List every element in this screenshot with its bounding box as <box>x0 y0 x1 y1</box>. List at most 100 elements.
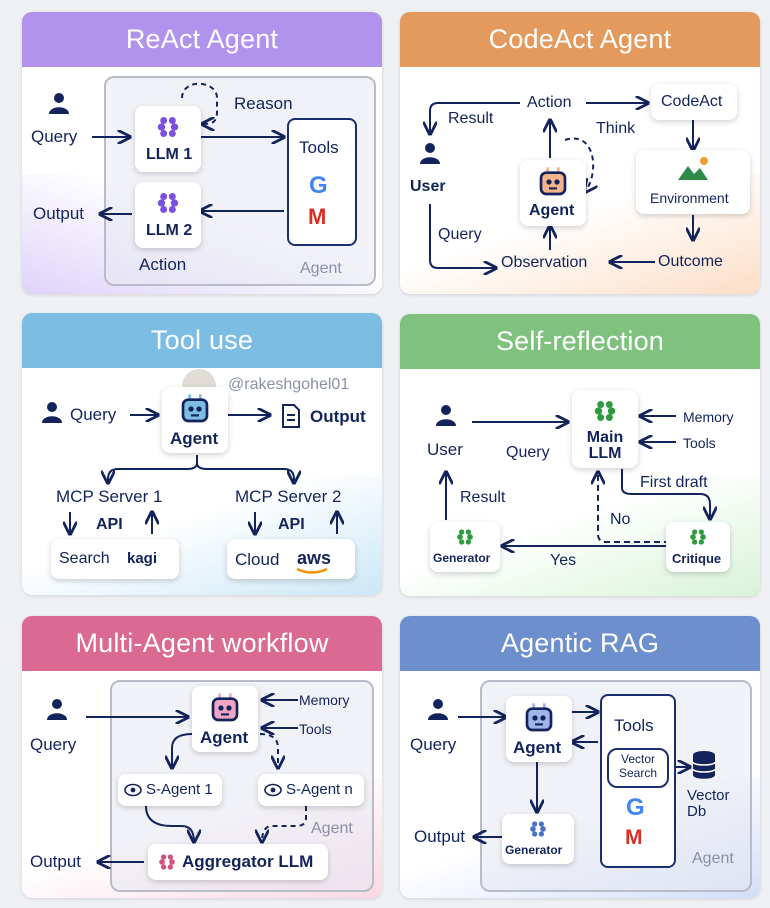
action-label: Action <box>527 94 572 111</box>
agent-frame-label: Agent <box>692 850 734 867</box>
agent-card: Agent <box>162 387 228 453</box>
panel-title: ReAct Agent <box>22 12 382 67</box>
tools-box: Tools Vector Search G M <box>600 694 676 868</box>
agent-card: Agent <box>506 696 572 762</box>
llm2-label: LLM 2 <box>146 222 193 239</box>
eye-icon <box>264 783 282 797</box>
critique-label: Critique <box>672 551 722 566</box>
tools-label: Tools <box>299 138 339 157</box>
query-label: Query <box>506 444 550 461</box>
environment-label: Environment <box>650 190 729 206</box>
user-icon <box>426 696 450 722</box>
generator-label: Generator <box>505 843 563 857</box>
output-label: Output <box>310 407 366 426</box>
outcome-label: Outcome <box>658 253 723 270</box>
brain-icon <box>688 527 708 547</box>
no-label: No <box>610 511 631 528</box>
codeact-arrows <box>400 12 760 294</box>
selfref-arrows <box>400 314 760 596</box>
agent-label: Agent <box>513 738 562 757</box>
google-icon: G <box>626 794 645 821</box>
observation-label: Observation <box>501 254 588 271</box>
agent-label: Agent <box>300 260 342 277</box>
generator-label: Generator <box>433 551 491 565</box>
panel-title: CodeAct Agent <box>400 12 760 67</box>
document-icon <box>282 404 300 428</box>
aggregator-label: Aggregator LLM <box>182 852 314 871</box>
self-reflection-panel: Self-reflection User Query Main LLM Memo… <box>400 314 760 596</box>
search-card: Search kagi <box>51 539 179 579</box>
main-llm-label: Main LLM <box>586 429 624 462</box>
aggregator-card: Aggregator LLM <box>148 844 328 880</box>
generator-card: Generator <box>430 522 500 572</box>
panel-title: Agentic RAG <box>400 616 760 671</box>
react-agent-panel: ReAct Agent Query Output LLM 1 LLM 2 Rea… <box>22 12 382 294</box>
s-agent-n-label: S-Agent n <box>286 781 353 798</box>
query-label: Query <box>410 735 457 754</box>
s-agent-1-card: S-Agent 1 <box>118 774 222 806</box>
query-label: Query <box>31 127 78 146</box>
brain-icon <box>155 114 181 140</box>
tooluse-arrows <box>22 313 382 595</box>
query-label: Query <box>70 405 117 424</box>
codeact-agent-panel: CodeAct Agent Action CodeAct Result Thin… <box>400 12 760 294</box>
environment-card: Environment <box>636 150 750 214</box>
action-label: Action <box>139 255 187 274</box>
cloud-label: Cloud <box>235 550 280 569</box>
generator-card: Generator <box>502 814 574 864</box>
robot-icon <box>537 166 569 198</box>
robot-icon <box>209 692 241 724</box>
eye-icon <box>124 783 142 797</box>
memory-label: Memory <box>299 692 350 708</box>
panel-title: Self-reflection <box>400 314 760 369</box>
tools-label: Tools <box>614 716 654 735</box>
google-icon: G <box>309 172 328 199</box>
codeact-label: CodeAct <box>661 93 723 110</box>
output-label: Output <box>30 852 82 871</box>
api-1-label: API <box>96 516 123 533</box>
llm1-card: LLM 1 <box>135 106 201 172</box>
mcp-server-2-label: MCP Server 2 <box>235 487 342 506</box>
mcp-server-1-label: MCP Server 1 <box>56 487 163 506</box>
agent-frame-label: Agent <box>311 820 353 837</box>
panel-title: Multi-Agent workflow <box>22 616 382 671</box>
vector-search-pill: Vector Search <box>607 748 669 788</box>
query-label: Query <box>438 226 482 243</box>
agentic-rag-panel: Agentic RAG Query Agent Tools Vector Sea… <box>400 616 760 898</box>
brain-icon <box>155 190 181 216</box>
agent-label: Agent <box>529 202 575 219</box>
user-icon <box>47 90 71 116</box>
critique-card: Critique <box>666 522 730 572</box>
multi-agent-panel: Multi-Agent workflow Query Agent Memory … <box>22 616 382 898</box>
user-icon <box>40 399 64 425</box>
first-draft-label: First draft <box>640 474 708 491</box>
mountain-icon <box>678 157 708 180</box>
tools-box: Tools G M <box>287 118 357 246</box>
brain-icon <box>157 852 177 872</box>
gmail-icon: M <box>625 826 643 849</box>
user-icon <box>434 402 458 428</box>
result-label: Result <box>448 110 494 127</box>
tools-label: Tools <box>299 721 332 737</box>
codeact-card: CodeAct <box>651 84 737 120</box>
vector-db-label: Vector Db <box>687 787 730 820</box>
llm1-label: LLM 1 <box>146 146 193 163</box>
result-label: Result <box>460 489 506 506</box>
s-agent-1-label: S-Agent 1 <box>146 781 213 798</box>
brain-icon <box>592 398 618 424</box>
api-2-label: API <box>278 516 305 533</box>
brain-icon <box>455 527 475 547</box>
aws-logo: aws <box>297 548 332 568</box>
gmail-icon: M <box>308 204 327 229</box>
memory-label: Memory <box>683 409 734 425</box>
tools-label: Tools <box>683 435 716 451</box>
database-icon <box>692 751 716 779</box>
aws-smile-icon <box>296 567 328 574</box>
react-arrows <box>92 82 382 294</box>
cloud-card: Cloud aws <box>227 539 355 579</box>
agent-card: Agent <box>520 160 586 226</box>
reason-label: Reason <box>234 94 293 113</box>
yes-label: Yes <box>550 552 577 569</box>
vector-search-label: Vector Search <box>618 752 658 780</box>
panel-title: Tool use <box>22 313 382 368</box>
